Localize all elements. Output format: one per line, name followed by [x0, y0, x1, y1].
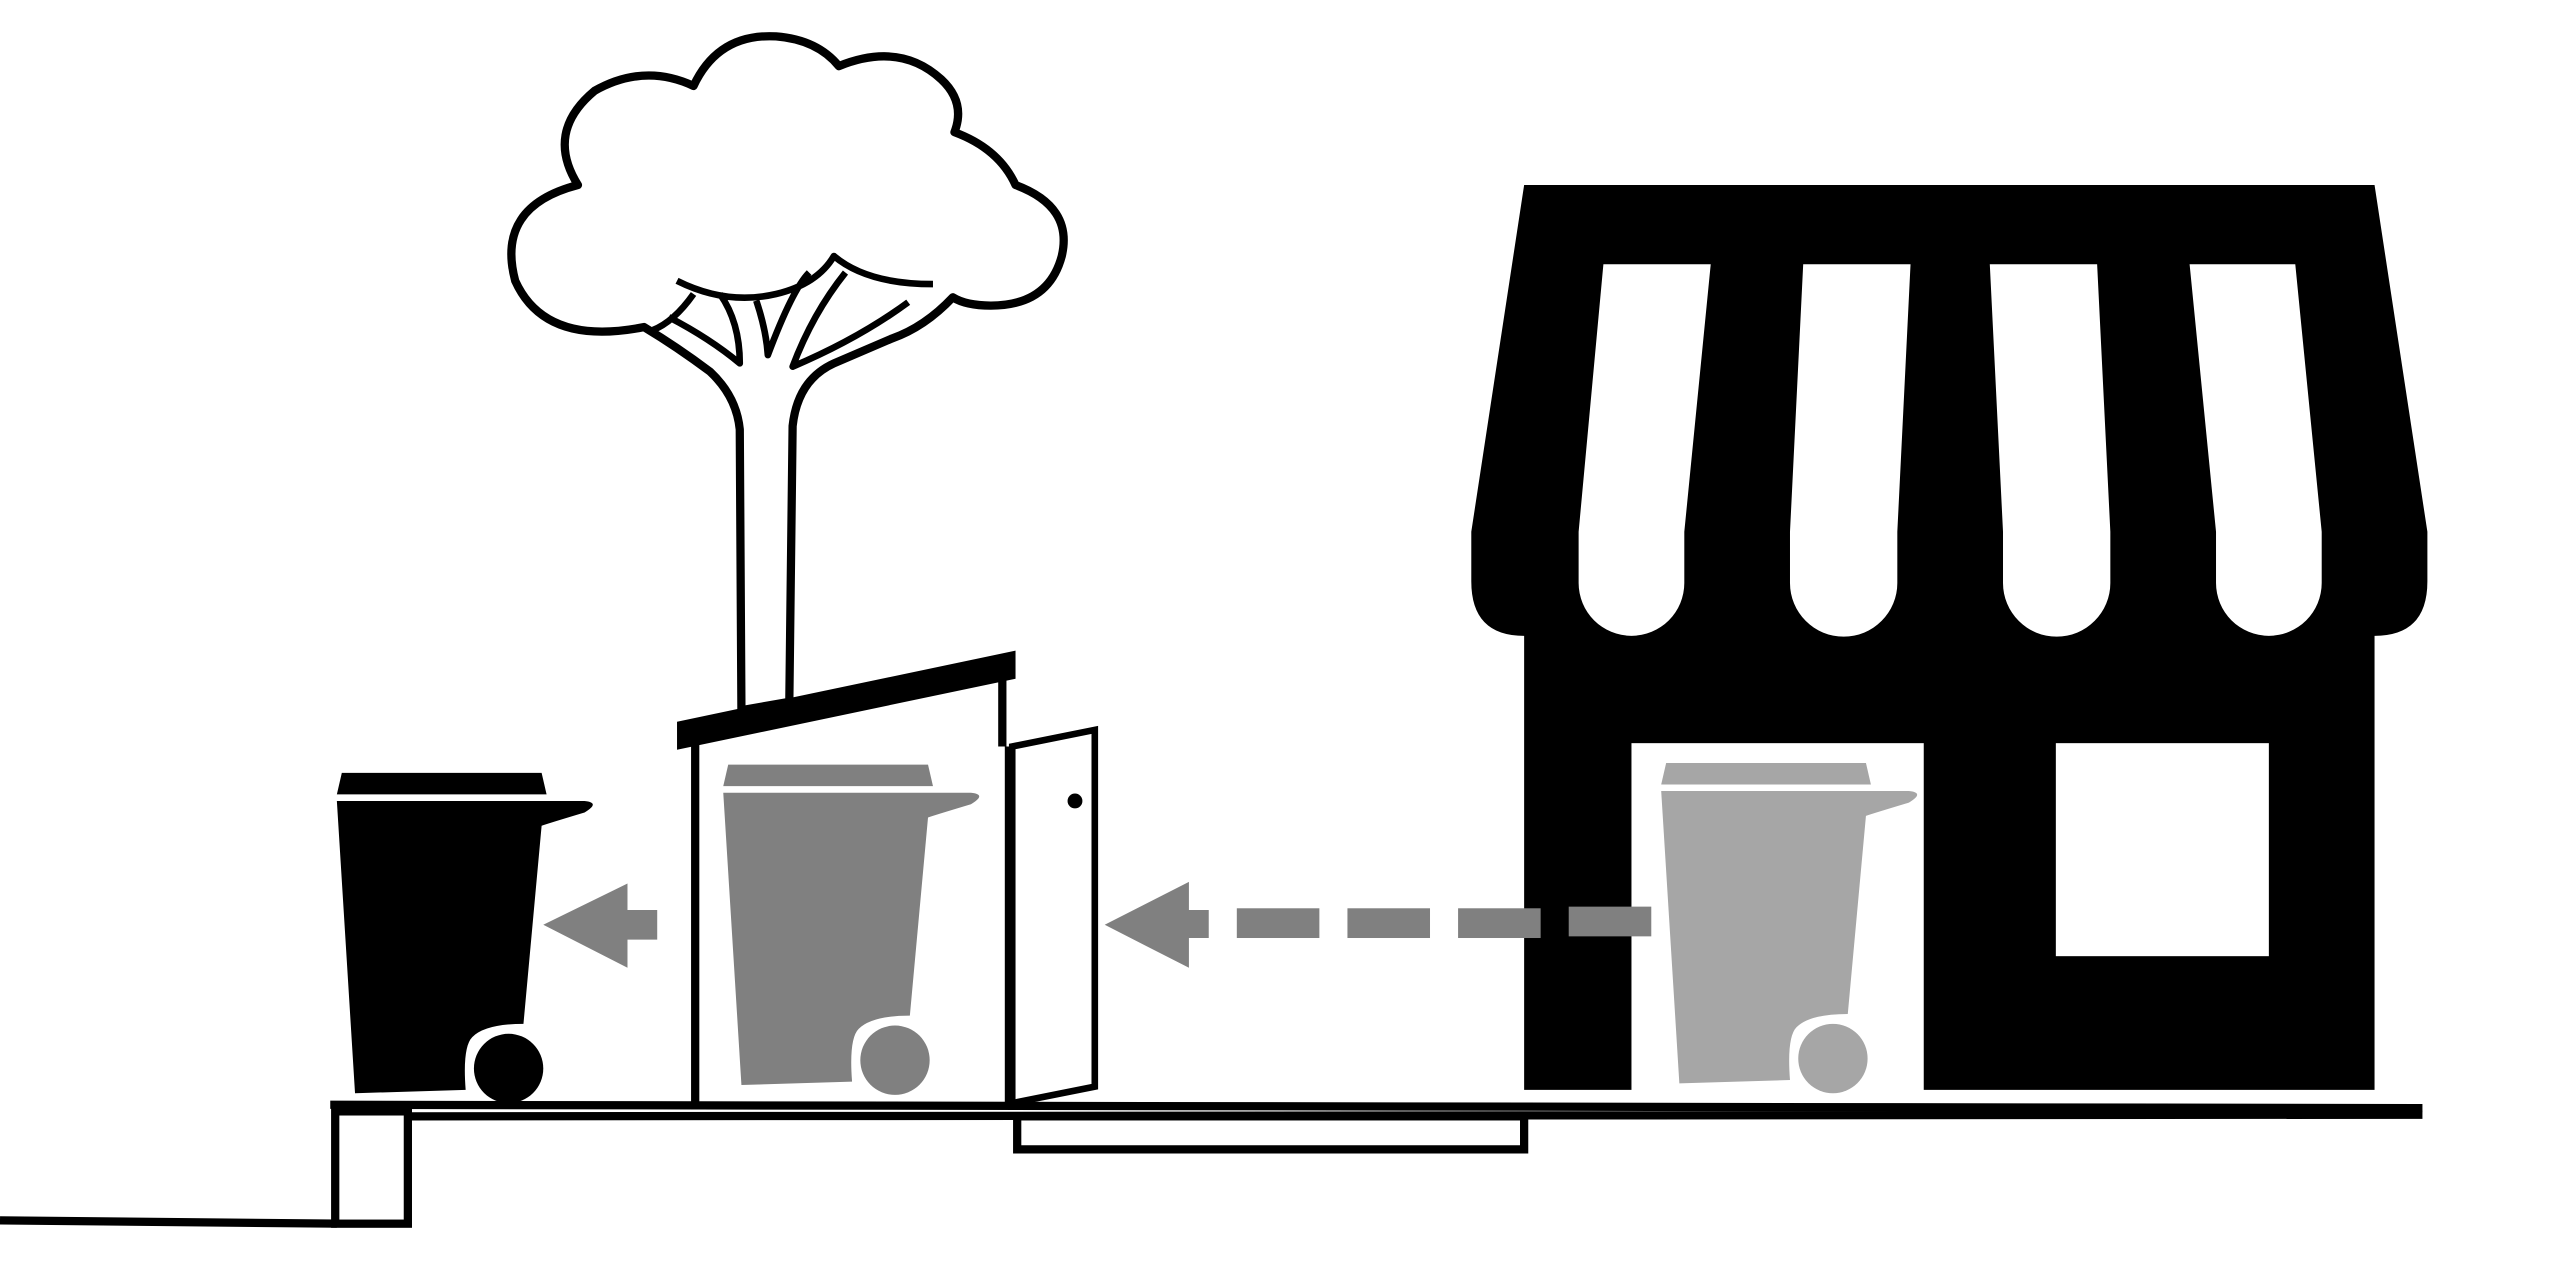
ground: [0, 1100, 2423, 1228]
tree-canopy: [507, 32, 1068, 715]
tree-branches: [650, 252, 933, 370]
shop-icon: [1471, 185, 2428, 1094]
wheelie-bin-icon-grey: [723, 764, 980, 1095]
curb: [331, 1107, 412, 1228]
awning-stripes: [1578, 264, 2322, 637]
pavement-top: [330, 1100, 2423, 1113]
shed-roof: [677, 650, 1016, 750]
arrow-dash: [1236, 908, 1320, 939]
arrow-dash: [1458, 908, 1541, 939]
shed-icon: [677, 650, 1099, 1108]
awning-stripe: [1989, 264, 2111, 637]
tree-icon: [507, 32, 1068, 715]
shed-door: [1008, 725, 1099, 1108]
awning-stripe: [1789, 264, 1911, 637]
arrow-left-icon: [1104, 881, 1209, 968]
arrow-dash: [1347, 908, 1431, 939]
arrow-left-icon: [543, 883, 658, 968]
shop-window: [2055, 743, 2269, 957]
awning-stripe: [1578, 264, 1711, 636]
wheelie-bin-icon-black: [336, 772, 593, 1104]
arrow-dash: [1568, 906, 1652, 937]
awning-stripe: [2189, 264, 2322, 636]
street-line: [0, 1216, 337, 1228]
shed-door-knob: [1067, 793, 1083, 809]
dashed-arrow: [1104, 881, 1652, 968]
drain-slab: [1013, 1112, 1529, 1154]
